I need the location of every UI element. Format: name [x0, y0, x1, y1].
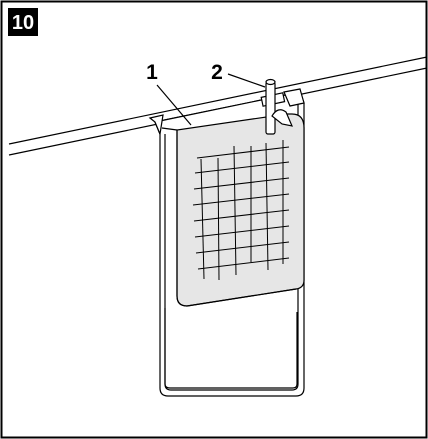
- figure-number: 10: [12, 12, 34, 34]
- clip: [260, 78, 294, 135]
- callout-2-label: 2: [211, 61, 223, 84]
- callout-2-leader: [227, 73, 266, 88]
- card-grid: [192, 140, 290, 281]
- holder-hook: [148, 88, 305, 137]
- callout-1-label: 1: [146, 61, 158, 84]
- callout-2: 2: [211, 61, 266, 88]
- figure-number-badge: [8, 8, 38, 36]
- callout-1: 1: [146, 61, 192, 126]
- callout-1-leader: [156, 84, 192, 126]
- card-pad: [161, 113, 305, 307]
